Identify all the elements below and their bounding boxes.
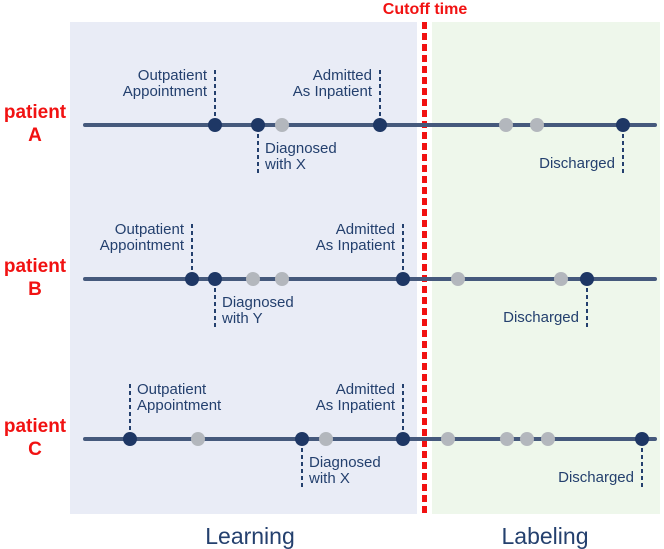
event-label-line: As Inpatient [315,237,395,254]
event-dot [635,432,649,446]
event-label-line: As Inpatient [292,83,372,100]
visit-dot [541,432,555,446]
event-label-line: Diagnosed [265,140,337,157]
visit-dot [499,118,513,132]
event-label-line: with X [265,156,306,173]
event-label-line: Outpatient [114,221,184,238]
visit-dot [500,432,514,446]
event-dot [208,118,222,132]
visit-dot [451,272,465,286]
cutoff-dashed-line [422,22,427,514]
event-connector-line [214,288,216,330]
event-label-line: Appointment [137,397,222,414]
event-label-line: with Y [222,310,263,327]
event-connector-line [622,134,624,176]
event-label-line: Admitted [335,381,395,398]
event-label-line: Discharged [503,309,579,326]
event-label-line: Admitted [312,67,372,84]
event-label-line: Diagnosed [222,294,294,311]
event-connector-line [257,134,259,176]
event-dot [185,272,199,286]
event-dot [373,118,387,132]
event-connector-line [214,70,216,116]
event-dot [251,118,265,132]
event-label-line: Outpatient [137,67,207,84]
event-connector-line [586,288,588,330]
patient-label-letter: B [28,279,42,300]
visit-dot [275,272,289,286]
event-connector-line [379,70,381,116]
patient-a-timeline [83,123,657,127]
event-label: Discharged [539,156,615,172]
event-label: Discharged [558,470,634,486]
patient-label-word: patient [3,256,67,277]
patient-label-word: patient [3,416,67,437]
event-label-line: Admitted [335,221,395,238]
patient-c-timeline [83,437,657,441]
visit-dot [191,432,205,446]
patient-label-letter: C [28,439,42,460]
visit-dot [554,272,568,286]
cutoff-time-label: Cutoff time [382,1,468,18]
visit-dot [319,432,333,446]
event-label-line: Discharged [539,155,615,172]
visit-dot [246,272,260,286]
event-label: Discharged [503,310,579,326]
event-connector-line [402,224,404,270]
event-label-line: Outpatient [137,381,207,398]
event-connector-line [129,384,131,430]
event-dot [295,432,309,446]
event-dot [396,432,410,446]
visit-dot [530,118,544,132]
event-connector-line [641,448,643,490]
visit-dot [275,118,289,132]
visit-dot [520,432,534,446]
event-label-line: As Inpatient [315,397,395,414]
event-dot [580,272,594,286]
event-label-line: with X [309,470,350,487]
patient-label-word: patient [3,102,67,123]
visit-dot [441,432,455,446]
event-label-line: Appointment [99,237,184,254]
event-label-line: Appointment [122,83,207,100]
labeling-section-label: Labeling [501,523,589,549]
event-label-line: Diagnosed [309,454,381,471]
event-connector-line [191,224,193,270]
patient-b-timeline [83,277,657,281]
event-connector-line [301,448,303,490]
event-label-line: Discharged [558,469,634,486]
patient-label-letter: A [28,125,42,146]
event-connector-line [402,384,404,430]
event-dot [123,432,137,446]
event-dot [616,118,630,132]
event-dot [396,272,410,286]
learning-section-label: Learning [205,523,295,549]
event-dot [208,272,222,286]
